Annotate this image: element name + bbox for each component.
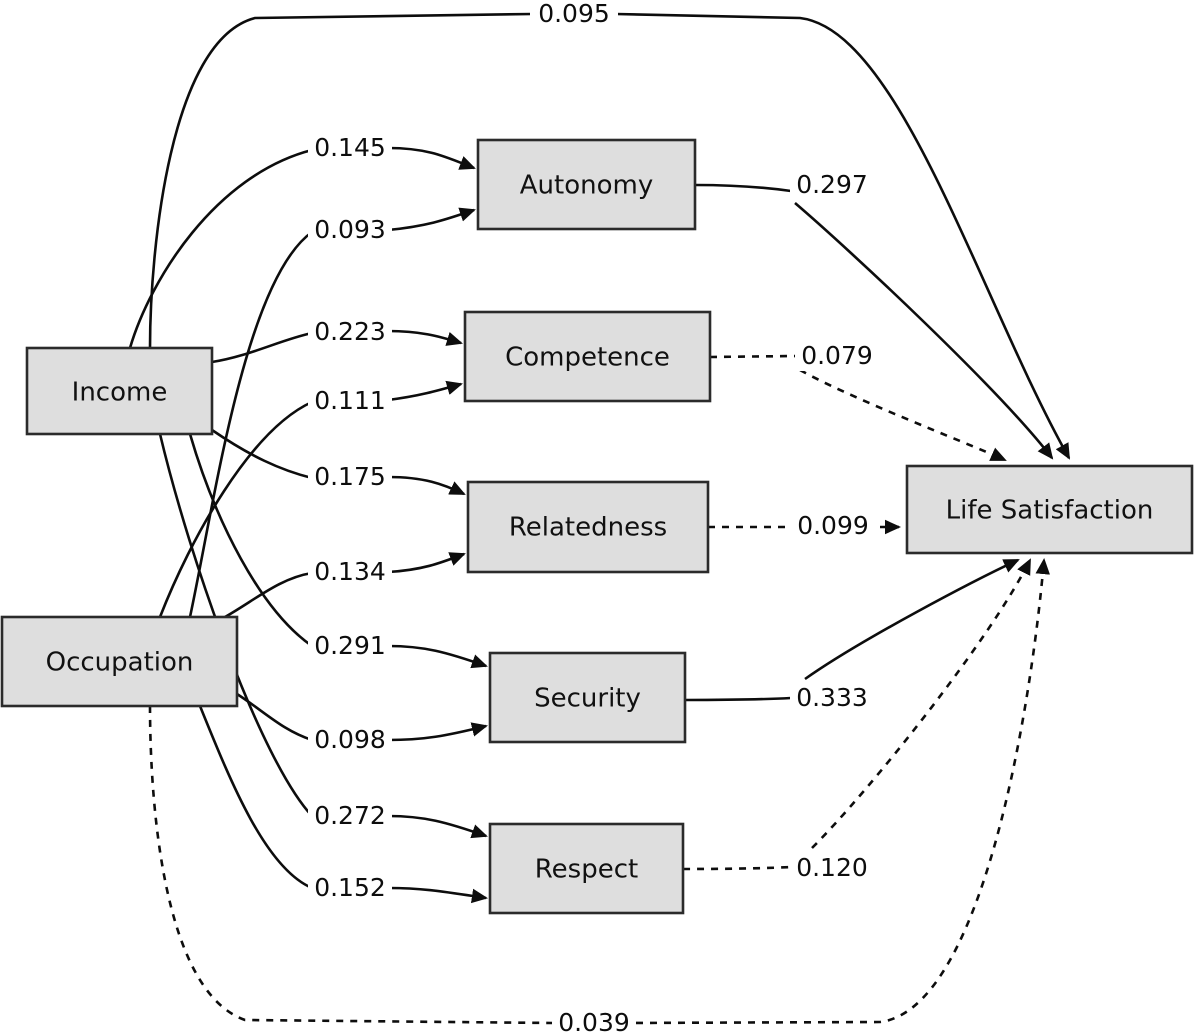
edge-label-occupation-competence: 0.111: [308, 386, 392, 416]
node-life-satisfaction-label: Life Satisfaction: [946, 496, 1154, 526]
edge-label-occupation-security: 0.098: [308, 725, 392, 755]
svg-text:0.095: 0.095: [538, 0, 610, 28]
edge-label-respect-life-satisfaction: 0.120: [790, 853, 874, 883]
svg-text:0.333: 0.333: [796, 683, 868, 712]
node-occupation-label: Occupation: [46, 648, 194, 678]
node-autonomy-label: Autonomy: [520, 171, 653, 201]
edge-occupation-to-autonomy: [188, 207, 476, 618]
node-competence[interactable]: Competence: [463, 310, 712, 403]
edge-label-income-life-satisfaction: 0.095: [530, 0, 618, 29]
edge-occupation-to-relatedness: [224, 552, 466, 619]
node-relatedness[interactable]: Relatedness: [466, 480, 710, 574]
svg-text:0.079: 0.079: [801, 341, 873, 370]
node-income[interactable]: Income: [25, 346, 214, 436]
edge-income-to-competence: [211, 329, 463, 364]
edge-autonomy-to-life-satisfaction: [694, 183, 1054, 460]
svg-text:0.291: 0.291: [314, 631, 386, 660]
edge-label-relatedness-life-satisfaction: 0.099: [791, 511, 875, 541]
edge-competence-to-life-satisfaction: [709, 354, 1007, 462]
svg-text:0.099: 0.099: [797, 511, 869, 540]
node-security-label: Security: [534, 684, 641, 714]
svg-text:0.111: 0.111: [314, 386, 386, 415]
node-relatedness-label: Relatedness: [509, 513, 667, 543]
svg-text:0.098: 0.098: [314, 725, 386, 754]
svg-text:0.120: 0.120: [796, 853, 868, 882]
edge-label-occupation-respect: 0.152: [308, 873, 392, 903]
svg-text:0.039: 0.039: [558, 1008, 630, 1035]
node-competence-label: Competence: [505, 343, 670, 373]
edge-income-to-autonomy: [128, 146, 476, 349]
edge-security-to-life-satisfaction: [684, 558, 1020, 702]
edge-label-occupation-life-satisfaction: 0.039: [552, 1008, 636, 1035]
edge-label-competence-life-satisfaction: 0.079: [795, 341, 879, 371]
edge-occupation-to-competence: [158, 380, 463, 618]
svg-text:0.152: 0.152: [314, 873, 386, 902]
edge-income-to-security: [188, 433, 488, 669]
svg-text:0.145: 0.145: [314, 133, 386, 162]
edge-occupation-to-life-satisfaction: [148, 557, 1050, 1025]
edge-income-to-relatedness: [211, 428, 466, 496]
edge-label-security-life-satisfaction: 0.333: [790, 683, 874, 713]
svg-text:0.272: 0.272: [314, 801, 386, 830]
edge-label-income-competence: 0.223: [308, 317, 392, 347]
node-occupation[interactable]: Occupation: [0, 615, 239, 708]
node-respect[interactable]: Respect: [488, 822, 685, 915]
node-respect-label: Respect: [535, 855, 638, 885]
svg-text:0.223: 0.223: [314, 317, 386, 346]
edge-label-income-security: 0.291: [308, 631, 392, 661]
edge-respect-to-life-satisfaction: [682, 558, 1032, 871]
node-income-label: Income: [72, 378, 168, 408]
svg-text:0.297: 0.297: [796, 170, 868, 199]
edge-label-income-respect: 0.272: [308, 801, 392, 831]
edge-income-to-life-satisfaction: [148, 12, 1071, 460]
svg-text:0.175: 0.175: [314, 462, 386, 491]
edge-label-occupation-relatedness: 0.134: [308, 557, 392, 587]
edge-occupation-to-respect: [198, 705, 488, 904]
node-life-satisfaction[interactable]: Life Satisfaction: [905, 464, 1194, 555]
edge-label-occupation-autonomy: 0.093: [308, 215, 392, 245]
svg-text:0.093: 0.093: [314, 215, 386, 244]
edge-occupation-to-security: [236, 692, 488, 742]
edge-label-income-autonomy: 0.145: [308, 133, 392, 163]
edge-label-autonomy-life-satisfaction: 0.297: [790, 170, 874, 200]
node-autonomy[interactable]: Autonomy: [476, 138, 697, 231]
node-security[interactable]: Security: [488, 651, 687, 744]
svg-text:0.134: 0.134: [314, 557, 386, 586]
edge-label-income-relatedness: 0.175: [308, 462, 392, 492]
